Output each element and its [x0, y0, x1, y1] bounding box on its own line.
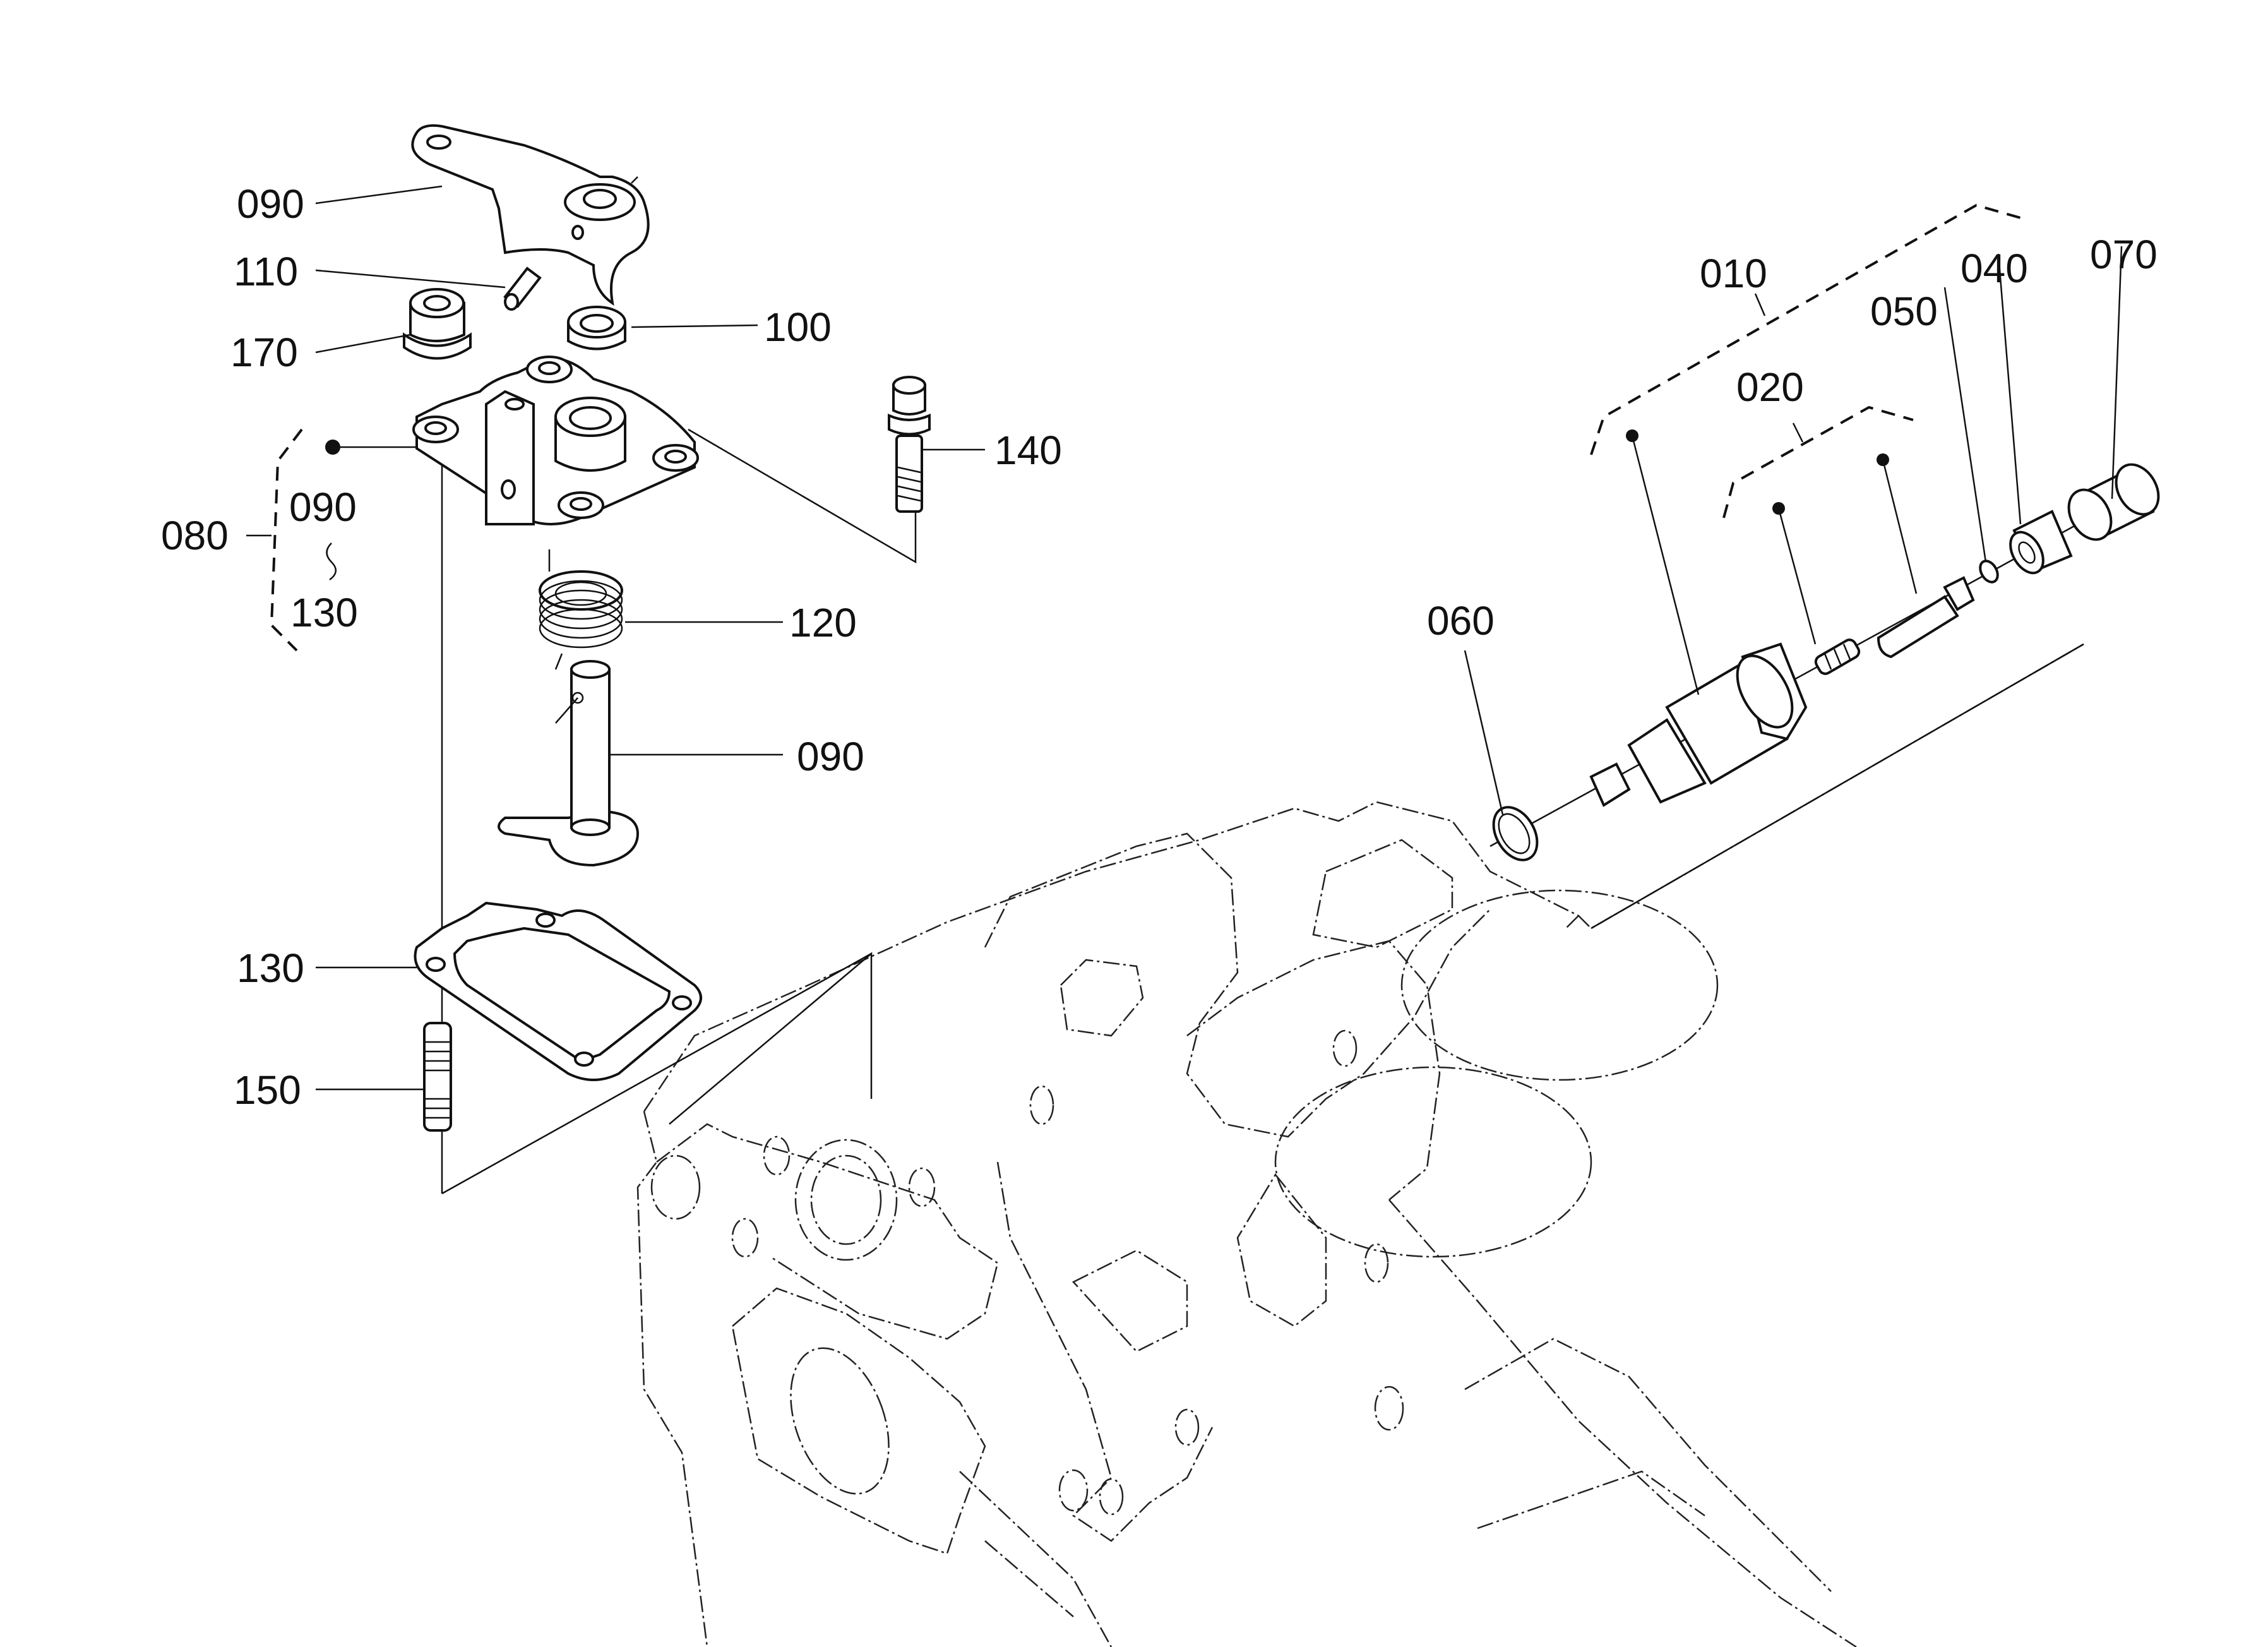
leader-dot — [1772, 502, 1785, 515]
callout-080: 080 — [161, 513, 229, 558]
part-070-cap — [2067, 463, 2160, 541]
part-110-seal — [567, 306, 626, 350]
callout-140: 130 — [237, 945, 304, 991]
callout-020: 020 — [1736, 364, 1804, 410]
callout-labels: 090 110 170 100 140 080 090 130 120 100 … — [161, 181, 2158, 1113]
leader-dot — [1877, 453, 1889, 466]
part-020-valve-kit — [1814, 576, 1975, 675]
part-120-pin — [503, 267, 542, 311]
callout-120: 110 — [234, 249, 298, 294]
part-150-bolt — [888, 376, 931, 513]
engine-block-outline — [636, 643, 2084, 1647]
part-040-nut — [2009, 510, 2073, 575]
part-160-stud — [423, 1022, 452, 1132]
callout-080-range-end: 130 — [290, 590, 358, 635]
part-130-spring — [539, 549, 623, 670]
bracket-020 — [1722, 405, 1914, 518]
callout-160: 150 — [234, 1067, 301, 1113]
callout-010: 010 — [1700, 251, 1767, 296]
part-090-shaft — [498, 660, 640, 867]
callout-100: 090 — [237, 181, 304, 227]
range-tilde — [326, 542, 337, 581]
assembly-reference-lines — [441, 428, 2084, 1195]
callout-050: 050 — [1870, 289, 1938, 334]
bracket-010 — [1590, 203, 2021, 455]
callout-170: 170 — [230, 330, 298, 375]
callout-070: 070 — [2090, 232, 2158, 277]
part-060-washer — [1492, 806, 1539, 861]
callout-040: 040 — [1961, 246, 2028, 291]
leader-lines — [246, 185, 2123, 1091]
part-010-valve-body — [1589, 642, 1808, 807]
part-170-nut — [403, 288, 472, 360]
part-050-o-ring — [1979, 560, 1999, 584]
callout-130: 120 — [789, 600, 857, 645]
callout-150: 140 — [994, 428, 1062, 473]
part-140-gasket — [414, 901, 702, 1081]
leader-dot — [1626, 429, 1638, 442]
leader-dot — [325, 440, 340, 455]
callout-shaft-090: 090 — [797, 734, 864, 779]
callout-080-range-start: 090 — [289, 484, 357, 530]
bracket-080 — [270, 428, 303, 652]
part-080-housing — [412, 356, 699, 525]
part-100-lever — [411, 124, 650, 306]
callout-060: 060 — [1427, 598, 1495, 644]
callout-110: 100 — [764, 304, 832, 350]
